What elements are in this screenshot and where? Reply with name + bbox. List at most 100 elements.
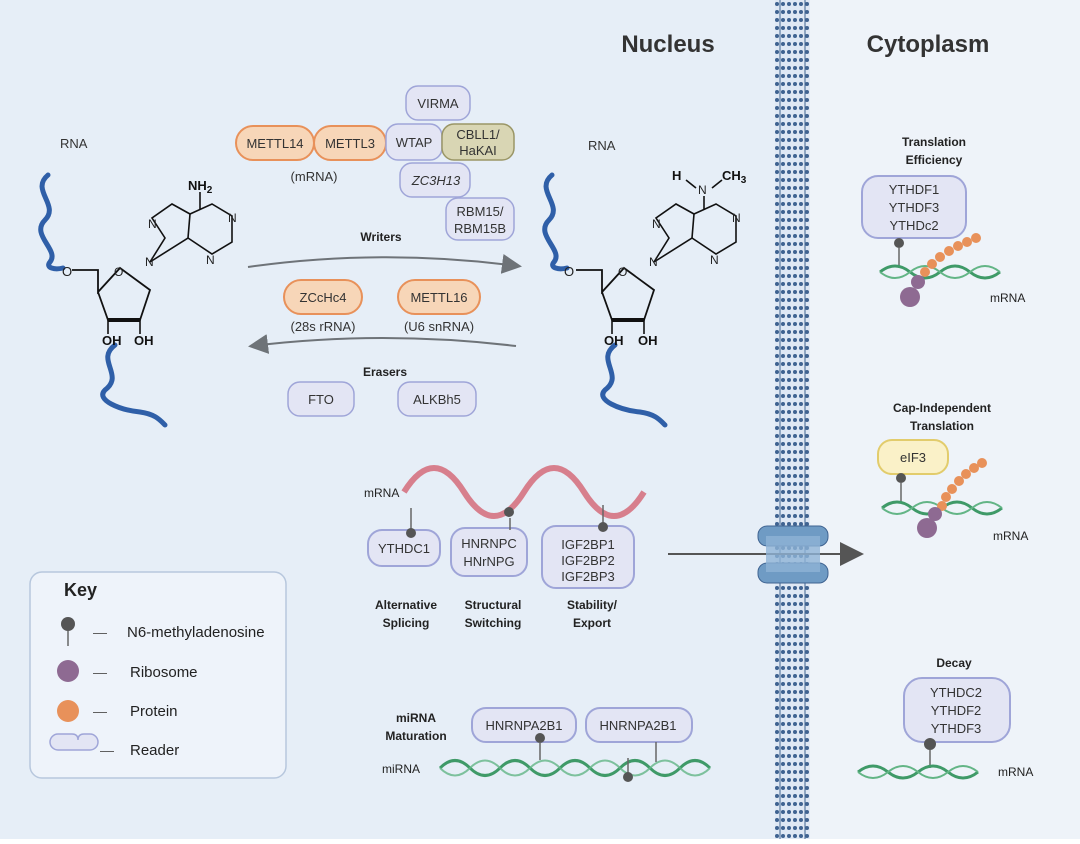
m6a-mark-icon	[61, 617, 75, 631]
protein-icon	[57, 700, 79, 722]
rna-label: RNA	[588, 138, 616, 153]
ythdc2-reader	[903, 677, 1011, 743]
igf2bp2-label: IGF2BP2	[561, 553, 614, 568]
key-dash: —	[100, 742, 114, 758]
fto-reader	[287, 381, 355, 417]
translation-title: Translation	[902, 135, 966, 149]
struct-switch-label: Switching	[465, 616, 522, 630]
zc3h13-label: ZC3H13	[411, 173, 461, 188]
virma-reader	[405, 85, 471, 121]
igf2bp1-label: IGF2BP1	[561, 537, 614, 552]
mirna-title: miRNA	[396, 711, 436, 725]
eif3-factor	[877, 439, 949, 475]
hnrnpc-label: HNRNPC	[461, 536, 517, 551]
ythdf1-label: YTHDF1	[889, 182, 940, 197]
erasers-group: Erasers FTO ALKBh5	[248, 334, 517, 417]
ch3-label: CH3	[722, 168, 747, 186]
ribosome	[911, 275, 925, 289]
oxygen-label: O	[62, 264, 72, 279]
mrna-label: mRNA	[364, 486, 399, 500]
m6a-mark	[598, 522, 608, 532]
rbm15-reader	[445, 197, 515, 241]
ythdf-reader	[861, 175, 967, 239]
svg-text:O: O	[564, 264, 574, 279]
mirna-label: miRNA	[382, 762, 420, 776]
ythdf3-label: YTHDF3	[889, 200, 940, 215]
wtap-label: WTAP	[396, 135, 433, 150]
m6a-mark	[623, 772, 633, 782]
protein-chain	[920, 233, 981, 277]
alkbh5-label: ALKBh5	[413, 392, 461, 407]
writers-group: METTL14 METTL3 (mRNA) VIRMA WTAP CBLL1/ …	[235, 85, 522, 334]
key-dash: —	[93, 703, 107, 719]
ythdc1-label: YTHDC1	[378, 541, 430, 556]
cbll1-label: CBLL1/	[456, 127, 500, 142]
decay-panel: Decay YTHDC2 YTHDF2 YTHDF3 mRNA	[857, 656, 1033, 780]
svg-text:N: N	[148, 217, 157, 231]
mettl16-note: (U6 snRNA)	[404, 319, 474, 334]
cbll1-protein	[441, 123, 515, 161]
ythdf2-label: YTHDF2	[931, 703, 982, 718]
zcchc4-label: ZCcHc4	[300, 290, 347, 305]
mrna-label: mRNA	[993, 529, 1028, 543]
writers-label: Writers	[360, 230, 401, 244]
rna-label: RNA	[60, 136, 88, 151]
nucleus-title: Nucleus	[621, 31, 714, 58]
svg-text:N: N	[649, 255, 658, 269]
decay-title: Decay	[936, 656, 972, 670]
rbm15b-label: RBM15B	[454, 221, 506, 236]
rna-strand-bottom	[600, 342, 668, 428]
m6a-mark	[894, 238, 904, 248]
svg-text:N: N	[698, 183, 707, 197]
rna-strand-bottom	[100, 342, 168, 428]
export-arrowhead	[840, 542, 864, 566]
svg-text:O: O	[114, 265, 123, 279]
ythdf3-label: YTHDF3	[931, 721, 982, 736]
oh-label: OH	[134, 333, 154, 348]
svg-text:N: N	[710, 253, 719, 267]
svg-text:O: O	[618, 265, 627, 279]
translation-title: Efficiency	[906, 153, 963, 167]
ythdc2-label: YTHDC2	[930, 685, 982, 700]
virma-label: VIRMA	[417, 96, 459, 111]
alt-splicing-label: Splicing	[383, 616, 430, 630]
zc3h13-reader	[399, 162, 471, 198]
nuclear-pore	[757, 525, 829, 584]
nh2-label: NH2	[188, 178, 213, 196]
svg-text:N: N	[732, 211, 741, 225]
mirna-panel: miRNA Maturation miRNA HNRNPA2B1 HNRNPA2…	[382, 707, 712, 782]
hnrnpa2b1-label: HNRNPA2B1	[599, 718, 676, 733]
translation-efficiency-panel: Translation Efficiency YTHDF1 YTHDF3 YTH…	[861, 135, 1025, 307]
alt-splicing-label: Alternative	[375, 598, 437, 612]
alkbh5-reader	[397, 381, 477, 417]
ythdc1-reader	[367, 529, 441, 567]
zcchc4-note: (28s rRNA)	[290, 319, 355, 334]
mrna-label: mRNA	[998, 765, 1033, 779]
stability-label: Export	[573, 616, 611, 630]
mettl16-protein	[397, 279, 481, 315]
svg-text:N: N	[228, 211, 237, 225]
struct-switch-label: Structural	[465, 598, 522, 612]
fto-label: FTO	[308, 392, 334, 407]
mrna-note: (mRNA)	[291, 169, 338, 184]
zcchc4-protein	[283, 279, 363, 315]
oh-label: OH	[102, 333, 122, 348]
stability-label: Stability/	[567, 598, 618, 612]
reader-icon	[49, 733, 99, 751]
rna-strand-top	[38, 172, 66, 272]
key-item-reader: Reader	[130, 742, 179, 759]
mrna-strand	[401, 465, 647, 519]
writers-arrow	[247, 253, 522, 274]
ribosome	[900, 287, 920, 307]
ribosome	[917, 518, 937, 538]
cap-title: Translation	[910, 419, 974, 433]
key-item-m6a: N6-methyladenosine	[127, 624, 265, 641]
igf2bp-reader	[541, 525, 635, 589]
key-box	[29, 571, 287, 779]
ribosome	[928, 507, 942, 521]
oh-label: OH	[638, 333, 658, 348]
svg-text:N: N	[145, 255, 154, 269]
mettl14-label: METTL14	[246, 136, 303, 151]
